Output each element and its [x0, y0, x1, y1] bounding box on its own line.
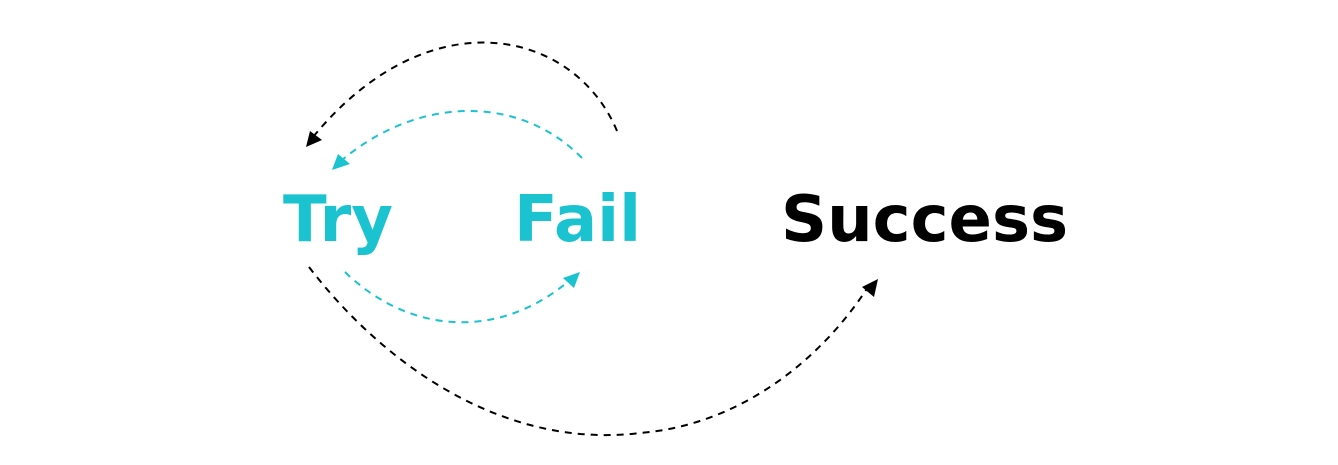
- arrowhead-fail-to-try-inner: [332, 154, 350, 170]
- node-try: Try: [283, 183, 393, 257]
- arrow-try-to-fail: [344, 271, 571, 324]
- arrow-fail-to-try-outer: [312, 41, 618, 138]
- arrow-fail-to-try-inner: [341, 110, 583, 161]
- node-fail: Fail: [514, 183, 642, 257]
- arrowhead-try-to-success: [862, 279, 878, 297]
- arrowhead-try-to-fail: [563, 272, 580, 288]
- arrow-try-to-success: [308, 266, 867, 437]
- arrowhead-fail-to-try-outer: [306, 131, 322, 147]
- node-success: Success: [781, 183, 1069, 257]
